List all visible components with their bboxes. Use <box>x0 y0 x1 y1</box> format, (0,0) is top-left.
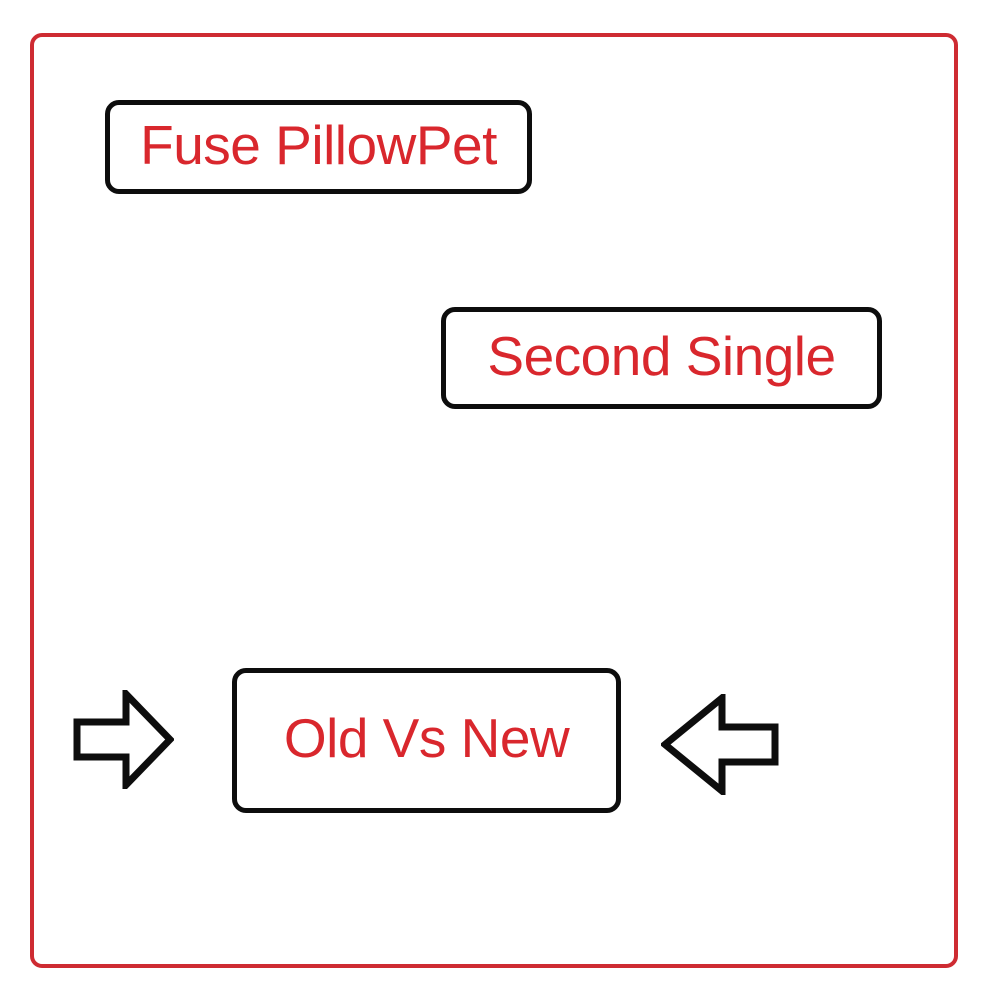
outer-red-frame <box>30 33 958 968</box>
arrow-right-outline-icon <box>73 690 174 789</box>
node-fuse-pillowpet[interactable]: Fuse PillowPet <box>105 100 532 194</box>
node-second-single-label: Second Single <box>487 324 836 387</box>
node-old-vs-new[interactable]: Old Vs New <box>232 668 621 813</box>
node-fuse-pillowpet-label: Fuse PillowPet <box>140 113 497 176</box>
node-second-single[interactable]: Second Single <box>441 307 882 409</box>
arrow-left-outline-icon <box>661 694 779 795</box>
node-old-vs-new-label: Old Vs New <box>283 707 570 769</box>
